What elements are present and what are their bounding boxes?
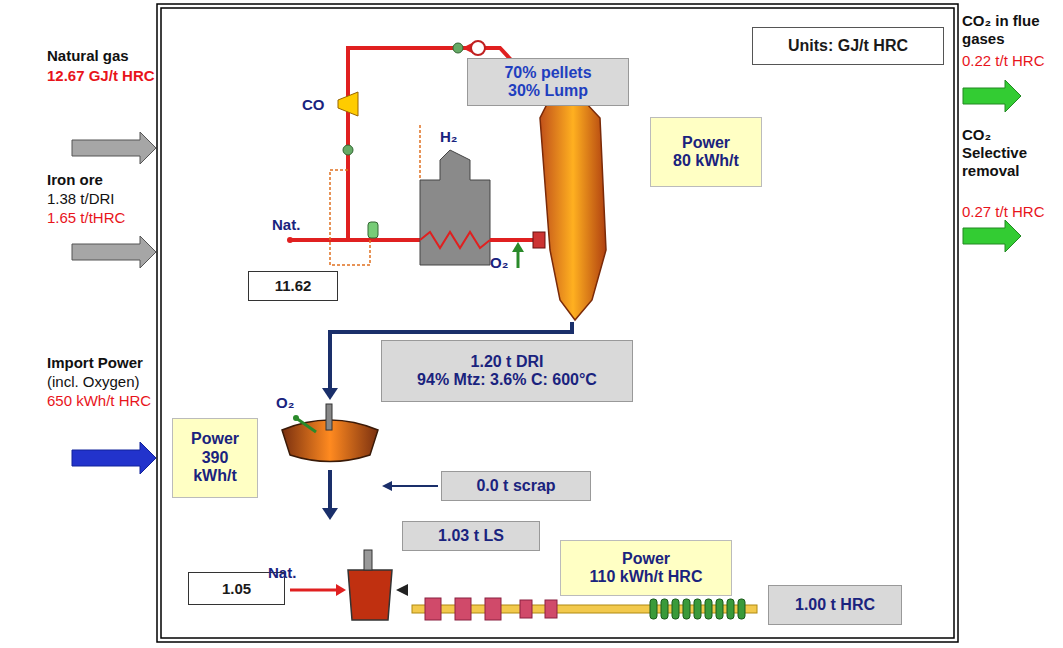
flow-label: 0.27 t/t HRC <box>962 203 1045 221</box>
flow-label: Import Power <box>47 354 143 372</box>
flow-label: O₂ <box>490 254 508 272</box>
flow-label: 650 kWh/t HRC <box>47 392 151 410</box>
box-text: 94% Mtz: 3.6% C: 600°C <box>417 371 597 389</box>
flow-label: Iron ore <box>47 171 103 189</box>
power-box: Power390 kWh/t <box>172 418 258 498</box>
box-text: Units: GJ/t HRC <box>788 37 908 55</box>
flow-label: Natural gas <box>47 47 129 65</box>
steel-box: 1.03 t LS <box>402 521 540 551</box>
flow-label: CO₂ in flue gases <box>962 12 1057 48</box>
flow-label: CO <box>302 96 325 114</box>
box-text: 1.05 <box>222 580 251 597</box>
box-text: 1.20 t DRI <box>471 353 544 371</box>
dri-box: 1.20 t DRI94% Mtz: 3.6% C: 600°C <box>381 340 633 402</box>
flow-label: CO₂ Selective removal <box>962 126 1047 180</box>
scrap-box: 0.0 t scrap <box>441 471 591 501</box>
box-text: 0.0 t scrap <box>476 477 555 495</box>
flow-label: 0.22 t/t HRC <box>962 52 1045 70</box>
box-text: 1.03 t LS <box>438 527 504 545</box>
box-text: 390 kWh/t <box>180 449 250 486</box>
flow-label: (incl. Oxygen) <box>47 373 140 391</box>
feed-box: 70% pellets 30% Lump <box>467 58 629 106</box>
box-text: Power <box>191 430 239 448</box>
box-text: 110 kWh/t HRC <box>590 568 703 586</box>
box-text: 80 kWh/t <box>673 152 739 170</box>
box-text: Power <box>682 134 730 152</box>
power-box: Power80 kWh/t <box>650 117 762 187</box>
product-box: 1.00 t HRC <box>768 585 902 625</box>
flow-label: H₂ <box>440 128 458 146</box>
flow-label: 1.38 t/DRI <box>47 190 115 208</box>
flow-label: O₂ <box>276 394 294 412</box>
flow-label: 12.67 GJ/t HRC <box>47 67 155 85</box>
box-text: Power <box>622 550 670 568</box>
box-text: 70% pellets 30% Lump <box>488 64 608 101</box>
power-box: Power110 kWh/t HRC <box>560 540 732 596</box>
flow-label: Nat. <box>268 564 296 582</box>
box-text: 1.00 t HRC <box>795 596 875 614</box>
box-text: 11.62 <box>275 277 312 294</box>
flow-label: Nat. <box>272 216 300 234</box>
value-box: 11.62 <box>248 271 338 301</box>
units-box: Units: GJ/t HRC <box>752 27 944 65</box>
flow-label: 1.65 t/tHRC <box>47 209 125 227</box>
